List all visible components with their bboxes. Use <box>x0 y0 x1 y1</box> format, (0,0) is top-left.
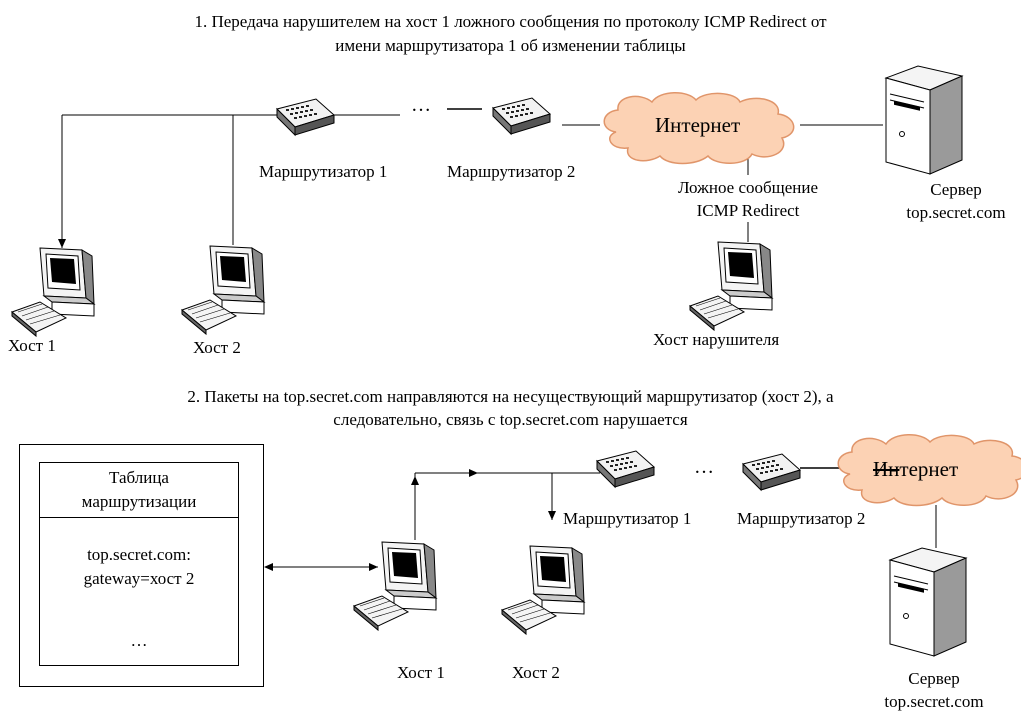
router-2-label: Маршрутизатор 2 <box>447 162 576 181</box>
router-icon <box>276 98 335 137</box>
host-2-label: Хост 2 <box>193 338 241 357</box>
router-1-label: Маршрутизатор 1 <box>563 509 692 528</box>
routing-entry-line-1: top.secret.com: <box>87 545 191 564</box>
caption-2-line-1: 2. Пакеты на top.secret.com направляются… <box>187 387 834 406</box>
computer-icon <box>501 545 586 636</box>
routing-table-title-line-1: Таблица <box>109 468 169 487</box>
server-label-line-1: Сервер <box>930 180 982 199</box>
internet-label: Интернет <box>873 456 958 482</box>
router-icon <box>492 97 551 136</box>
caption-1-line-1: 1. Передача нарушителем на хост 1 ложног… <box>194 12 827 31</box>
server-label-line-2: top.secret.com <box>884 692 984 711</box>
computer-icon <box>181 245 266 336</box>
internet-label-rest: тернет <box>899 457 959 481</box>
cloud-icon <box>837 434 1021 507</box>
fake-message-label-line-1: Ложное сообщение <box>677 178 819 197</box>
server-icon <box>884 65 964 175</box>
server-label-line-1: Сервер <box>908 669 960 688</box>
server-label-line-2: top.secret.com <box>906 203 1006 222</box>
caption-2-line-2: следовательно, связь с top.secret.com на… <box>333 410 688 429</box>
routing-entry-line-2: gateway=хост 2 <box>83 569 195 588</box>
host-2-label: Хост 2 <box>512 663 560 682</box>
host-1-label: Хост 1 <box>397 663 445 682</box>
fake-message-label-line-2: ICMP Redirect <box>696 201 800 220</box>
internet-label-struck: Ин <box>873 457 900 481</box>
router-2-label: Маршрутизатор 2 <box>737 509 866 528</box>
computer-icon <box>689 241 774 332</box>
router-icon <box>742 453 801 492</box>
ellipsis: … <box>411 94 431 116</box>
cloud-icon <box>603 92 795 165</box>
routing-table <box>39 462 239 666</box>
router-icon <box>596 450 655 489</box>
ellipsis: … <box>694 456 714 478</box>
server-icon <box>888 547 968 657</box>
routing-entry-more: … <box>130 631 148 650</box>
host-1-label: Хост 1 <box>8 336 56 355</box>
attacker-host-label: Хост нарушителя <box>653 330 780 349</box>
caption-1-line-2: имени маршрутизатора 1 об изменении табл… <box>335 36 686 55</box>
internet-label: Интернет <box>655 113 741 137</box>
routing-table-divider <box>39 517 239 518</box>
computer-icon <box>11 247 96 338</box>
router-1-label: Маршрутизатор 1 <box>259 162 388 181</box>
routing-table-title-line-2: маршрутизации <box>81 492 197 511</box>
computer-icon <box>353 541 438 632</box>
